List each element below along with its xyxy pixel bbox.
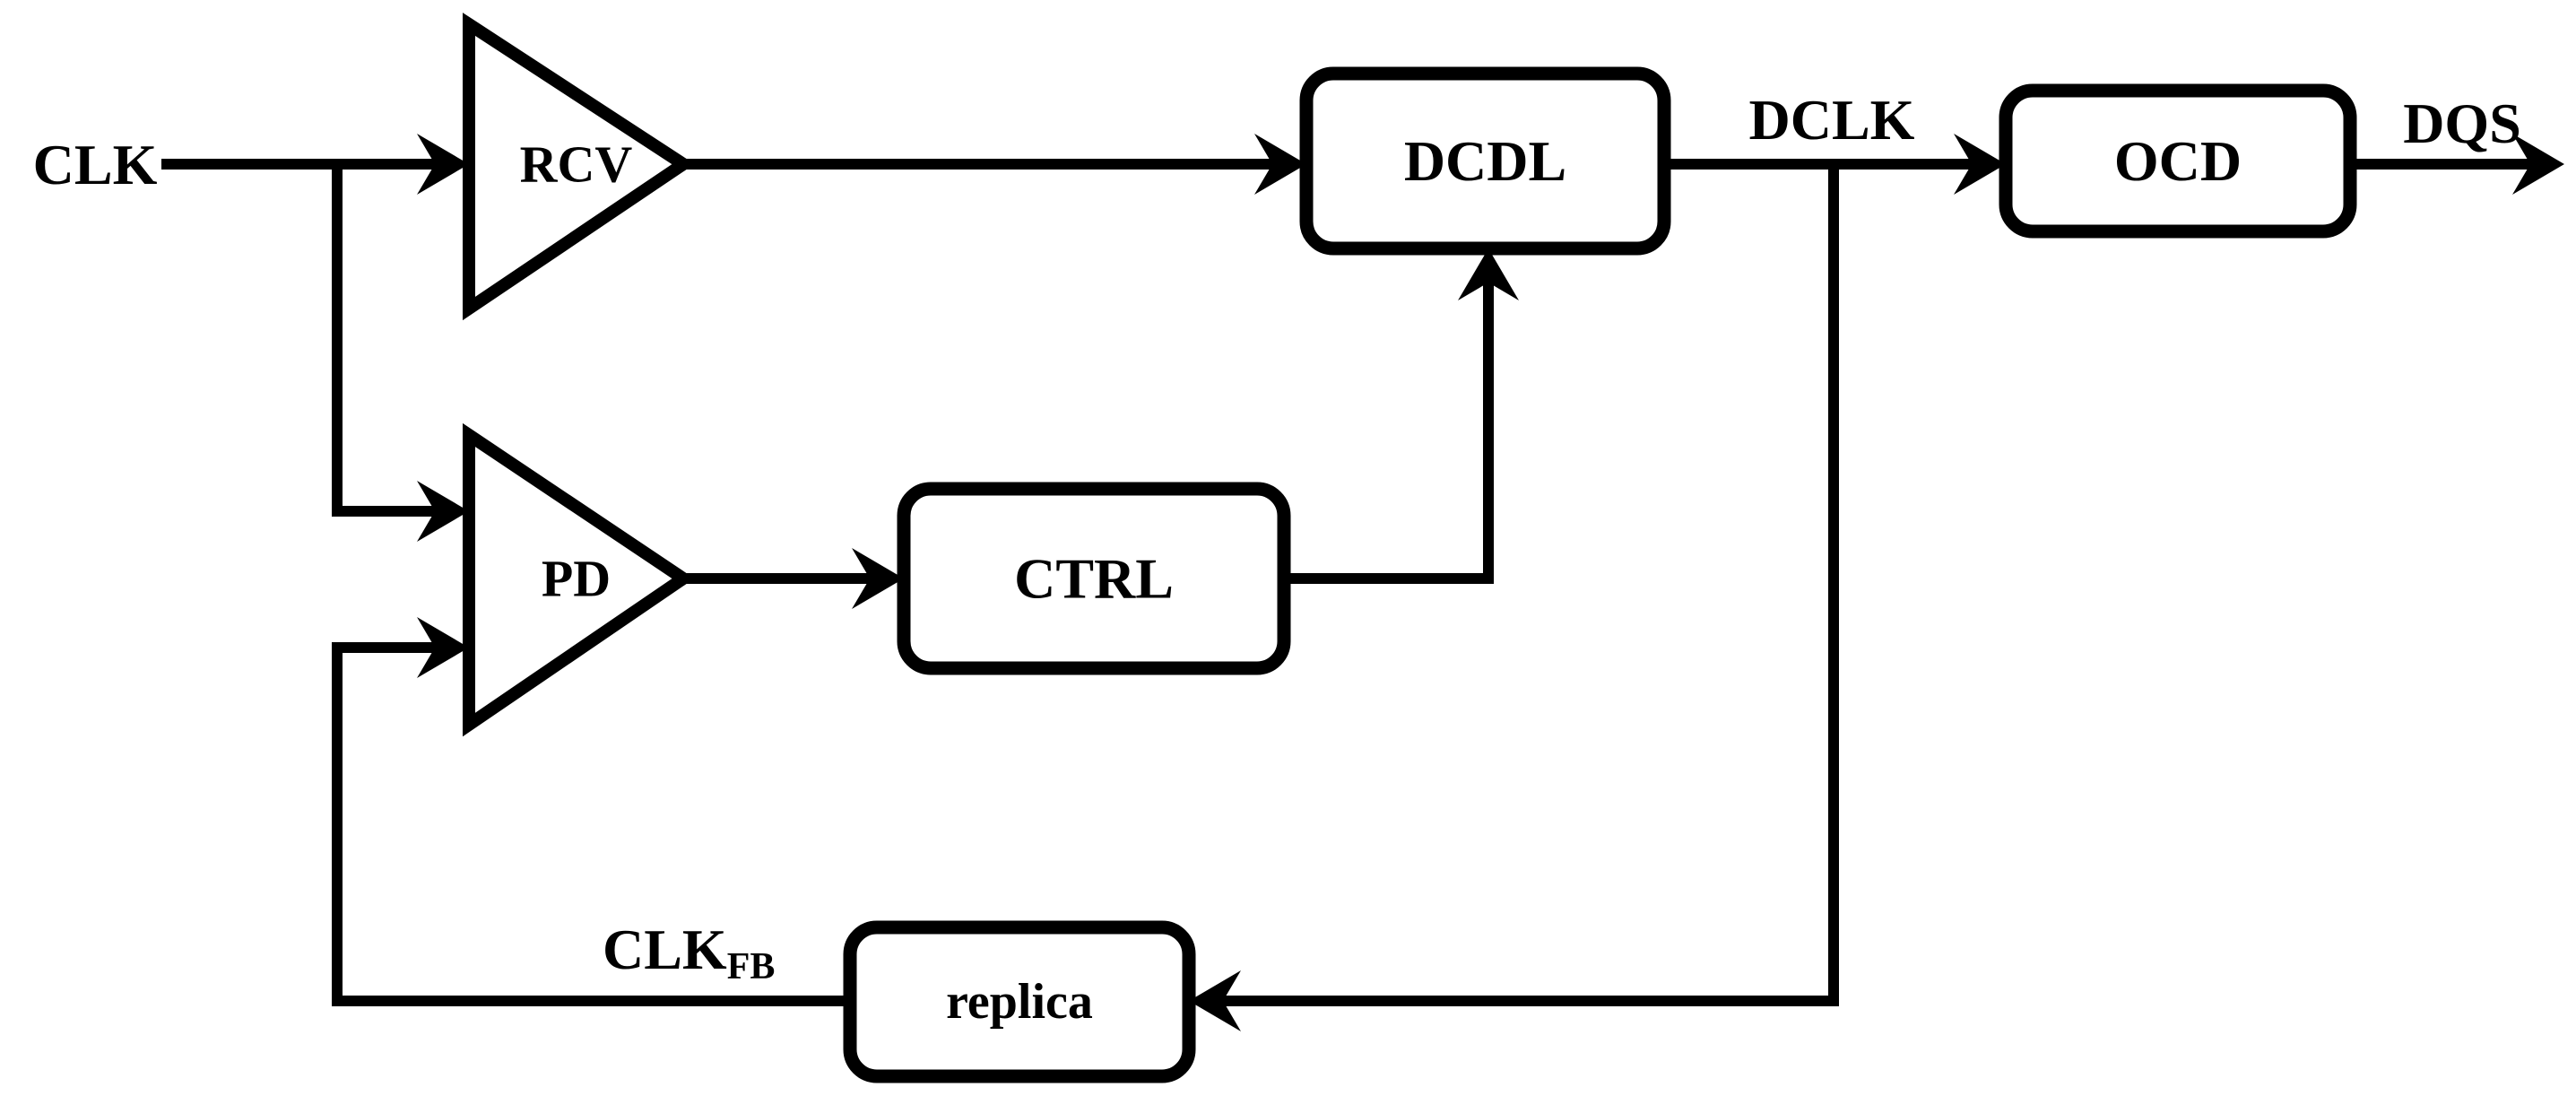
clk-branch-to-pd-upper-line: [332, 164, 435, 517]
block-ocd-label: OCD: [2114, 129, 2242, 193]
wire-clk-branch-to-pd-upper: [332, 164, 469, 542]
block-dcdl-label: DCDL: [1404, 129, 1566, 193]
arrowhead-icon: [1189, 970, 1241, 1031]
arrowhead-icon: [1254, 134, 1306, 195]
wire-ctrl-to-dcdl: [1284, 248, 1519, 584]
block-ctrl-label: CTRL: [1014, 547, 1174, 611]
dclk-to-replica-line: [1223, 164, 1839, 1006]
block-ctrl-box: [897, 482, 1291, 675]
arrowhead-icon: [2512, 134, 2564, 195]
replica-to-pd-lower-line: [332, 642, 850, 1006]
wire-dcdl-to-ocd: [1664, 134, 2006, 195]
buffer-rcv-triangle: [463, 13, 695, 321]
block-replica: replica: [843, 920, 1196, 1083]
wire-ocd-output-dqs: [2350, 134, 2564, 195]
buffer-pd-triangle: [463, 422, 695, 737]
label-dclk-text: DCLK: [1749, 88, 1915, 152]
block-dcdl-box: [1299, 66, 1671, 256]
wire-dclk-to-replica: [1189, 164, 1839, 1031]
buffer-rcv: RCV: [463, 13, 695, 321]
block-ocd-box: [1999, 83, 2357, 239]
arrowhead-icon: [1458, 248, 1519, 300]
label-clk-fb: CLKFB: [603, 918, 775, 988]
label-clk: CLK: [33, 133, 158, 196]
buffer-pd-label: PD: [542, 550, 611, 608]
label-clk-text: CLK: [33, 133, 158, 196]
buffer-pd: PD: [463, 422, 695, 737]
block-dcdl: DCDL: [1299, 66, 1671, 256]
block-ctrl: CTRL: [897, 482, 1291, 675]
arrowhead-icon: [1954, 134, 2006, 195]
arrowhead-icon: [852, 548, 904, 609]
arrowhead-icon: [417, 617, 469, 678]
wire-pd-to-ctrl: [683, 548, 904, 609]
label-dclk: DCLK: [1749, 88, 1915, 152]
arrowhead-icon: [417, 134, 469, 195]
ctrl-to-dcdl-line: [1284, 283, 1494, 584]
block-ocd: OCD: [1999, 83, 2357, 239]
wire-clk-to-rcv: [161, 134, 469, 195]
buffer-rcv-label: RCV: [520, 135, 633, 194]
wire-replica-to-pd-lower: [332, 617, 850, 1006]
arrowhead-icon: [417, 481, 469, 542]
block-replica-box: [843, 920, 1196, 1083]
label-dqs-text: DQS: [2403, 91, 2521, 155]
wire-rcv-to-dcdl: [683, 134, 1306, 195]
block-replica-label: replica: [946, 974, 1093, 1030]
label-clk-fb-text: CLK: [603, 918, 727, 981]
label-dqs: DQS: [2403, 91, 2521, 155]
label-clk-fb-subscript: FB: [727, 946, 776, 987]
